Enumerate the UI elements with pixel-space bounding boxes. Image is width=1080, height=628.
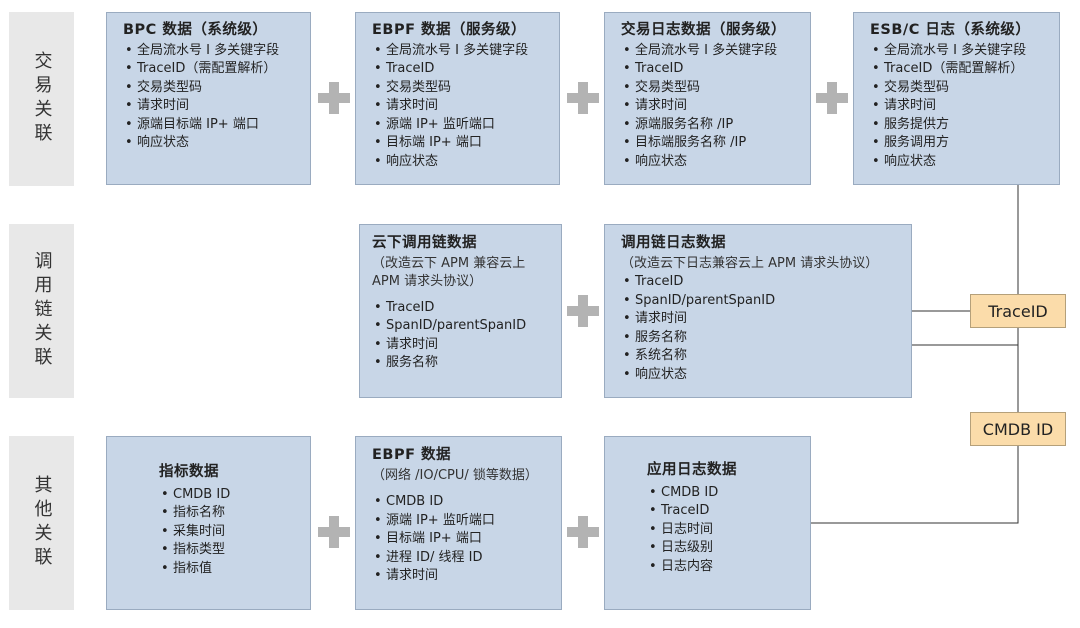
list-item: CMDB ID [159, 486, 300, 505]
box-title: EBPF 数据 [372, 447, 452, 463]
list-item: 指标类型 [159, 541, 300, 560]
list-item: 采集时间 [159, 523, 300, 542]
row-label-other: 其他关联 [9, 436, 74, 610]
esb-log-box: ESB/C 日志（系统级） 全局流水号 I 多关键字段 TraceID（需配置解… [853, 12, 1060, 185]
list-item: SpanID/parentSpanID [372, 317, 551, 336]
plus-icon [318, 82, 350, 114]
list-item: TraceID [621, 60, 802, 79]
list-item: 日志时间 [647, 521, 800, 540]
box-item-list: 全局流水号 I 多关键字段 TraceID 交易类型码 请求时间 源端服务名称 … [621, 42, 802, 172]
ebpf-service-box: EBPF 数据（服务级） 全局流水号 I 多关键字段 TraceID 交易类型码… [355, 12, 560, 185]
list-item: 全局流水号 I 多关键字段 [372, 42, 549, 61]
list-item: 交易类型码 [621, 79, 802, 98]
list-item: CMDB ID [372, 493, 553, 512]
box-item-list: CMDB ID 指标名称 采集时间 指标类型 指标值 [159, 486, 300, 579]
list-item: 日志内容 [647, 558, 800, 577]
list-item: 交易类型码 [372, 79, 549, 98]
list-item: TraceID [372, 60, 549, 79]
list-item: 请求时间 [372, 336, 551, 355]
box-title: 交易日志数据（服务级） [621, 22, 786, 38]
list-item: 服务调用方 [870, 134, 1053, 153]
cmdb-id-tag: CMDB ID [970, 412, 1066, 446]
call-chain-log-box: 调用链日志数据 （改造云下日志兼容云上 APM 请求头协议） TraceID S… [604, 224, 912, 398]
ebpf-resource-box: EBPF 数据 （网络 /IO/CPU/ 锁等数据） CMDB ID 源端 IP… [355, 436, 562, 610]
box-subtitle: （改造云下 APM 兼容云上 APM 请求头协议） [372, 255, 526, 290]
list-item: 响应状态 [621, 366, 901, 385]
list-item: 请求时间 [372, 97, 549, 116]
list-item: 响应状态 [372, 153, 549, 172]
list-item: 响应状态 [621, 153, 802, 172]
row-label-text: 调用链关联 [31, 251, 53, 371]
plus-icon [567, 516, 599, 548]
applog-cmdb-connector [811, 446, 1019, 524]
list-item: 源端服务名称 /IP [621, 116, 802, 135]
row-label-transaction: 交易关联 [9, 12, 74, 186]
plus-icon [567, 295, 599, 327]
box-item-list: 全局流水号 I 多关键字段 TraceID 交易类型码 请求时间 源端 IP+ … [372, 42, 549, 172]
box-title: ESB/C 日志（系统级） [870, 22, 1031, 38]
list-item: TraceID（需配置解析） [123, 60, 296, 79]
list-item: 请求时间 [621, 97, 802, 116]
box-title: 调用链日志数据 [621, 235, 726, 251]
box-title: 应用日志数据 [647, 462, 737, 478]
list-item: 响应状态 [870, 153, 1053, 172]
list-item: 源端目标端 IP+ 端口 [123, 116, 296, 135]
box-title: 指标数据 [159, 464, 219, 480]
list-item: 请求时间 [372, 567, 553, 586]
list-item: 目标端服务名称 /IP [621, 134, 802, 153]
plus-icon [567, 82, 599, 114]
metric-data-box: 指标数据 CMDB ID 指标名称 采集时间 指标类型 指标值 [106, 436, 311, 610]
list-item: 请求时间 [621, 310, 901, 329]
list-item: 全局流水号 I 多关键字段 [621, 42, 802, 61]
box-item-list: CMDB ID TraceID 日志时间 日志级别 日志内容 [647, 484, 800, 577]
list-item: 指标值 [159, 560, 300, 579]
row-label-text: 交易关联 [31, 51, 53, 147]
list-item: 交易类型码 [870, 79, 1053, 98]
transaction-log-box: 交易日志数据（服务级） 全局流水号 I 多关键字段 TraceID 交易类型码 … [604, 12, 811, 185]
box-item-list: CMDB ID 源端 IP+ 监听端口 目标端 IP+ 端口 进程 ID/ 线程… [372, 493, 553, 586]
list-item: 服务提供方 [870, 116, 1053, 135]
list-item: 服务名称 [372, 354, 551, 373]
list-item: 系统名称 [621, 347, 901, 366]
plus-icon [816, 82, 848, 114]
box-title: BPC 数据（系统级） [123, 22, 268, 38]
list-item: 目标端 IP+ 端口 [372, 134, 549, 153]
list-item: SpanID/parentSpanID [621, 292, 901, 311]
box-item-list: 全局流水号 I 多关键字段 TraceID（需配置解析） 交易类型码 请求时间 … [870, 42, 1053, 172]
list-item: CMDB ID [647, 484, 800, 503]
list-item: TraceID [372, 299, 551, 318]
box-item-list: 全局流水号 I 多关键字段 TraceID（需配置解析） 交易类型码 请求时间 … [123, 42, 296, 153]
list-item: 目标端 IP+ 端口 [372, 530, 553, 549]
box-title: EBPF 数据（服务级） [372, 22, 527, 38]
box-subtitle: （网络 /IO/CPU/ 锁等数据） [372, 467, 538, 483]
list-item: TraceID（需配置解析） [870, 60, 1053, 79]
traceid-tag: TraceID [970, 294, 1066, 328]
list-item: 源端 IP+ 监听端口 [372, 512, 553, 531]
list-item: 请求时间 [123, 97, 296, 116]
bpc-data-box: BPC 数据（系统级） 全局流水号 I 多关键字段 TraceID（需配置解析）… [106, 12, 311, 185]
row-label-text: 其他关联 [31, 475, 53, 571]
app-log-box: 应用日志数据 CMDB ID TraceID 日志时间 日志级别 日志内容 [604, 436, 811, 610]
list-item: TraceID [621, 273, 901, 292]
list-item: 交易类型码 [123, 79, 296, 98]
cloud-call-chain-box: 云下调用链数据 （改造云下 APM 兼容云上 APM 请求头协议） TraceI… [359, 224, 562, 398]
list-item: 全局流水号 I 多关键字段 [123, 42, 296, 61]
box-title: 云下调用链数据 [372, 235, 477, 251]
plus-icon [318, 516, 350, 548]
list-item: 进程 ID/ 线程 ID [372, 549, 553, 568]
box-subtitle: （改造云下日志兼容云上 APM 请求头协议） [621, 255, 879, 271]
list-item: 日志级别 [647, 539, 800, 558]
list-item: 请求时间 [870, 97, 1053, 116]
list-item: 源端 IP+ 监听端口 [372, 116, 549, 135]
list-item: TraceID [647, 502, 800, 521]
list-item: 服务名称 [621, 329, 901, 348]
list-item: 响应状态 [123, 134, 296, 153]
box-item-list: TraceID SpanID/parentSpanID 请求时间 服务名称 系统… [621, 273, 901, 384]
row-label-call-chain: 调用链关联 [9, 224, 74, 398]
list-item: 指标名称 [159, 504, 300, 523]
box-item-list: TraceID SpanID/parentSpanID 请求时间 服务名称 [372, 299, 551, 373]
list-item: 全局流水号 I 多关键字段 [870, 42, 1053, 61]
